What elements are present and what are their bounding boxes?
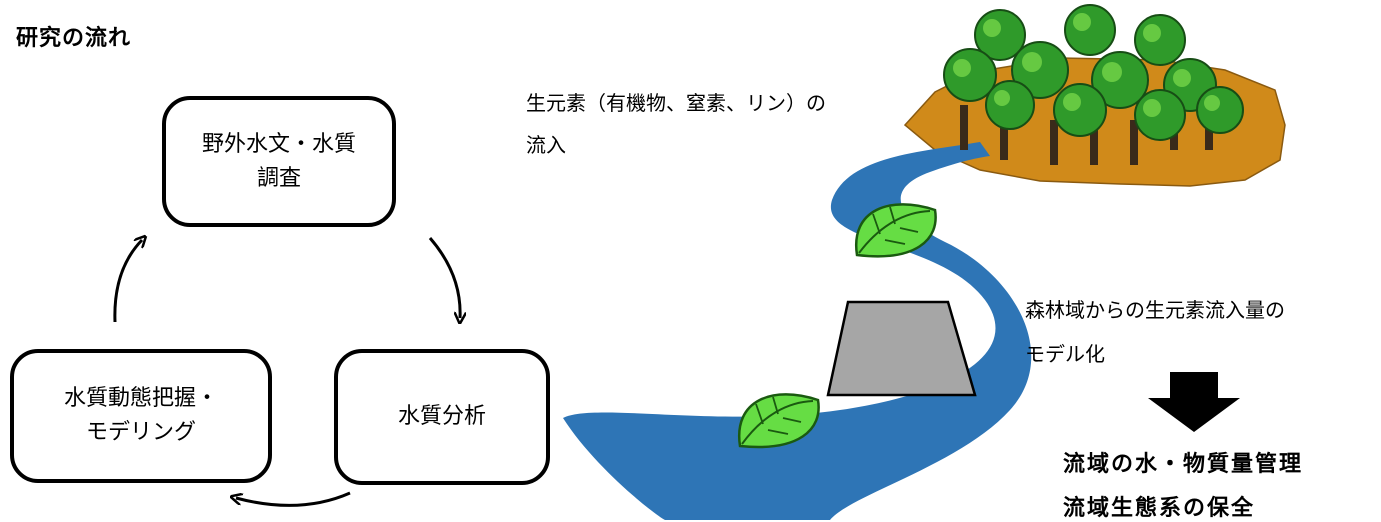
box-modeling-line2: モデリング xyxy=(85,420,196,445)
result-ecosystem-conservation: 流域生態系の保全 xyxy=(1063,496,1256,521)
dam xyxy=(826,300,977,397)
model-label-line1: 森林域からの生元素流入量の xyxy=(1025,298,1285,322)
page-title: 研究の流れ xyxy=(16,26,132,51)
down-arrow xyxy=(1148,372,1240,432)
result-water-management: 流域の水・物質量管理 xyxy=(1063,452,1304,477)
box-field-survey-line1: 野外水文・水質 xyxy=(201,131,356,157)
forest-trees xyxy=(943,4,1244,165)
model-label: 森林域からの生元素流入量の モデル化 xyxy=(1025,295,1285,369)
model-label-line2: モデル化 xyxy=(1025,342,1105,366)
box-field-survey: 野外水文・水質 調査 xyxy=(162,96,396,227)
inflow-label-line1: 生元素（有機物、窒素、リン）の xyxy=(526,91,826,115)
box-modeling-line1: 水質動態把握・ xyxy=(63,386,218,411)
inflow-label: 生元素（有機物、窒素、リン）の 流入 xyxy=(526,88,826,160)
box-analysis-label: 水質分析 xyxy=(397,404,486,429)
arrow-modeling-to-survey xyxy=(113,240,142,323)
arrow-survey-to-analysis xyxy=(428,237,460,318)
leaf-lower xyxy=(737,393,820,449)
river xyxy=(563,142,1032,520)
arrow-analysis-to-modeling xyxy=(236,491,351,507)
box-analysis: 水質分析 xyxy=(334,349,550,485)
box-field-survey-line2: 調査 xyxy=(256,165,301,191)
inflow-label-line2: 流入 xyxy=(526,133,566,157)
results: 流域の水・物質量管理 流域生態系の保全 xyxy=(1063,446,1303,522)
box-modeling: 水質動態把握・ モデリング xyxy=(10,349,272,483)
leaf-upper xyxy=(854,203,937,258)
